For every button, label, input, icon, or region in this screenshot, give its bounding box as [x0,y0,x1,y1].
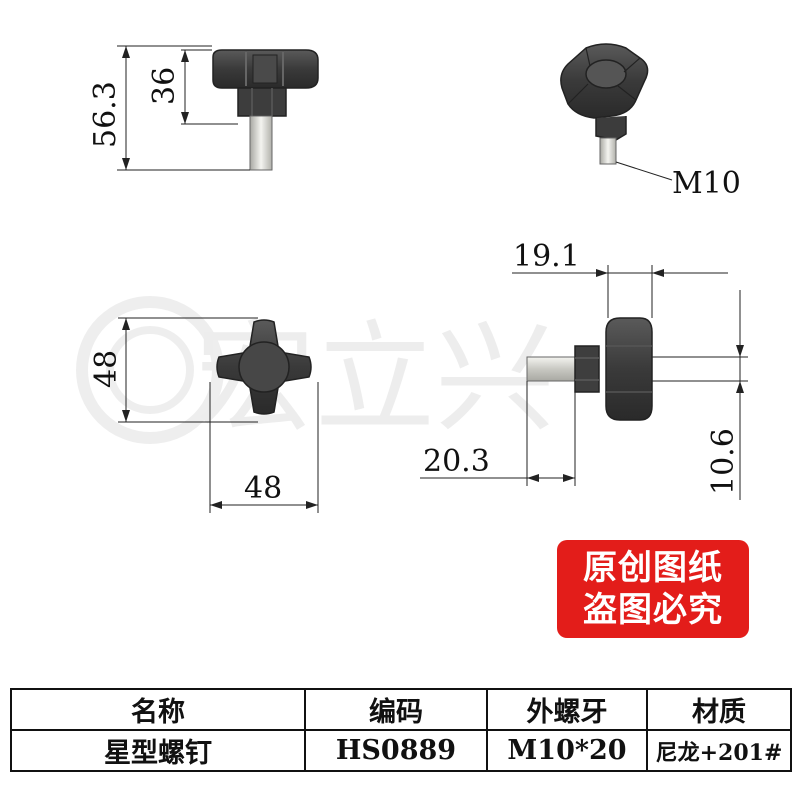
dim-top-width: 48 [244,471,282,506]
dim-front-stud-diameter: 10.6 [706,428,741,495]
stamp-line-2: 盗图必究 [583,590,723,630]
dim-side-overall-height: 56.3 [88,81,123,148]
header-name: 名称 [10,688,306,731]
table-header-row: 名称 编码 外螺牙 材质 [10,688,792,731]
side-view [117,45,319,171]
front-view-hex [574,345,600,393]
table-row: 星型螺钉 HS0889 M10*20 尼龙+201# [10,729,792,772]
copyright-stamp: 原创图纸 盗图必究 [557,540,749,638]
dim-thread-label: M10 [672,166,741,201]
iso-view [560,43,673,181]
dim-front-knob-width: 19.1 [513,239,580,274]
spec-table: 名称 编码 外螺牙 材质 星型螺钉 HS0889 M10*20 尼龙+201# [10,688,792,772]
front-view-stud [526,356,578,382]
header-thread: 外螺牙 [486,688,648,731]
header-code: 编码 [304,688,488,731]
front-view-knob [605,317,653,421]
stamp-line-1: 原创图纸 [583,548,723,588]
dim-top-height: 48 [89,350,124,388]
side-view-hex [237,87,287,117]
top-view [118,317,319,513]
front-view [420,265,748,500]
cell-name: 星型螺钉 [10,729,306,772]
cell-thread: M10*20 [486,729,648,772]
dim-front-stud-length: 20.3 [423,444,490,479]
dim-side-knob-height: 36 [147,67,182,105]
cell-material: 尼龙+201# [646,729,792,772]
cell-code: HS0889 [304,729,488,772]
header-material: 材质 [646,688,792,731]
side-view-stud [249,115,273,171]
